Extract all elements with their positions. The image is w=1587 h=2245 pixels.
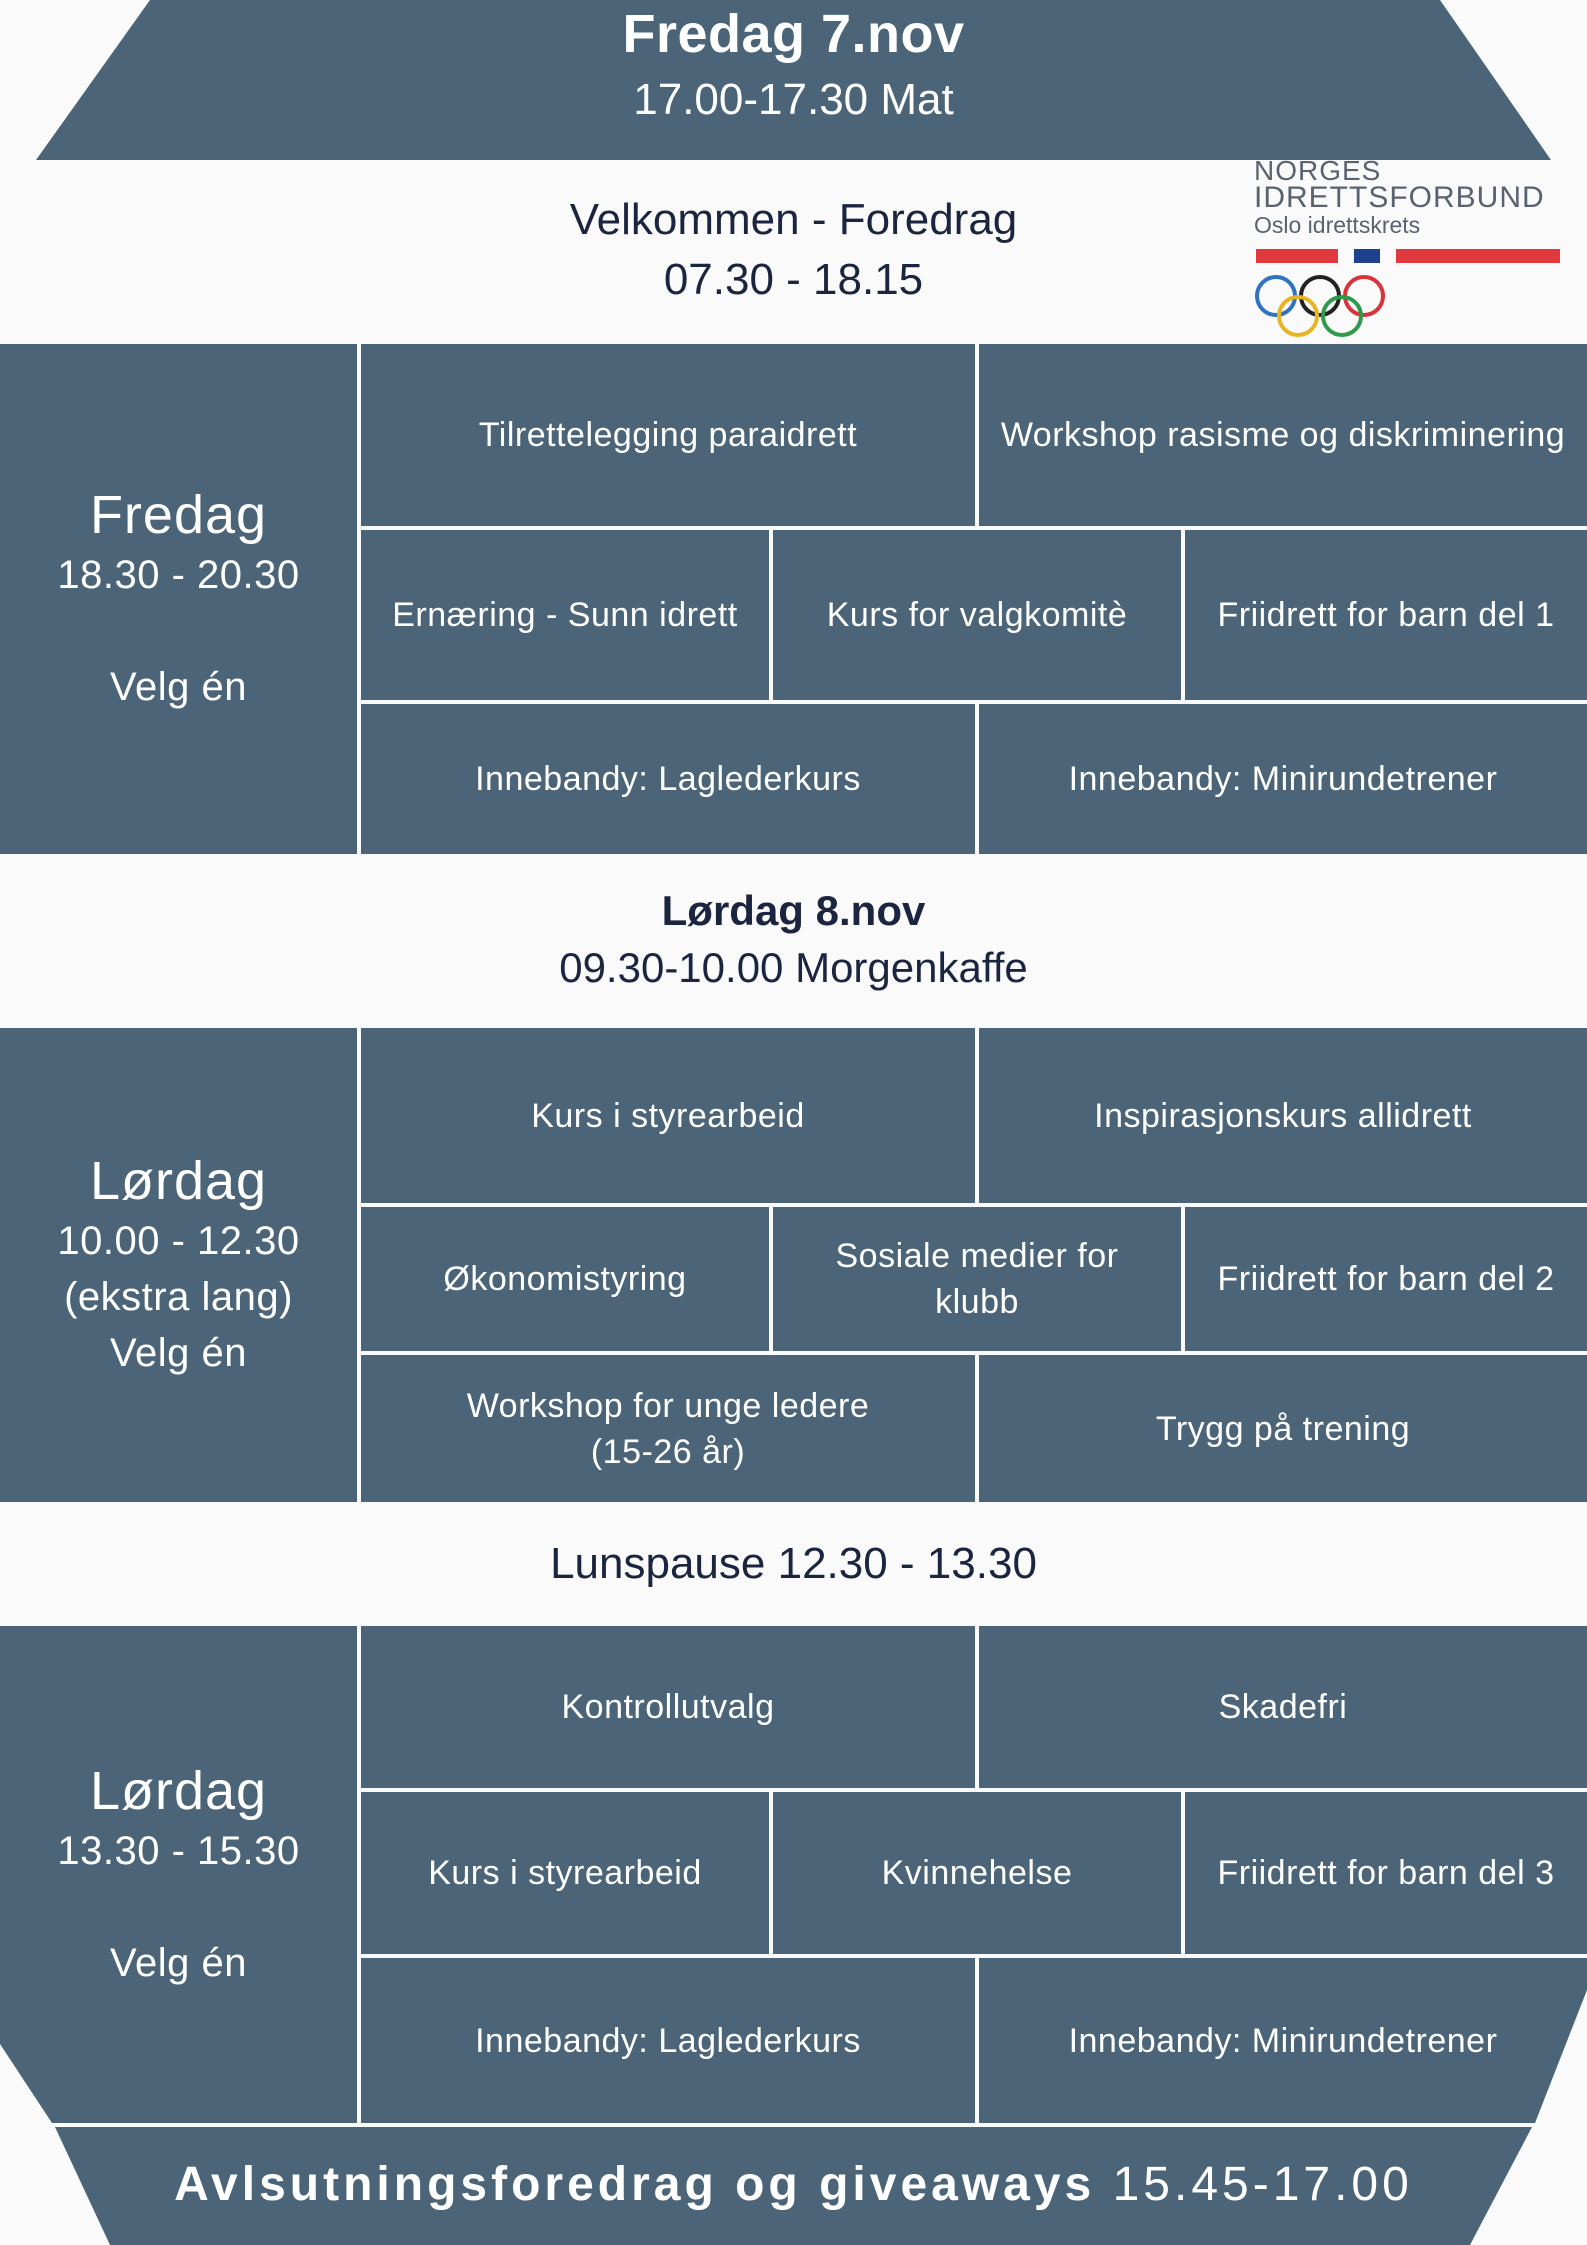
header-banner: Fredag 7.nov 17.00-17.30 Mat [0,0,1587,160]
session-friidrett-del-2[interactable]: Friidrett for barn del 2 [1185,1207,1587,1351]
session-sosiale-medier[interactable]: Sosiale medier for klubb [773,1207,1181,1351]
block-1-time: 18.30 - 20.30 [57,553,300,597]
block-2-divider [357,1028,361,1502]
session-workshop-unge-ledere[interactable]: Workshop for unge ledere (15-26 år) [361,1355,975,1502]
session-innebandy-minirundetrener-fri[interactable]: Innebandy: Minirundetrener [979,704,1587,854]
block-3-time: 13.30 - 15.30 [57,1828,300,1873]
session-skadefri[interactable]: Skadefri [1218,1688,1348,1726]
block-2-side: Lørdag 10.00 - 12.30 (ekstra lang) Velg … [0,1028,357,1502]
block-3-frame-shape [0,1626,1587,2123]
session-innebandy-laglederkurs-fri[interactable]: Innebandy: Laglederkurs [361,704,975,854]
block-3-day: Lørdag [89,1760,268,1821]
block-1-choose: Velg én [110,665,247,709]
footer-title: Avlsutningsforedrag og giveaways [174,2158,1096,2211]
saturday-title: Lørdag 8.nov [661,887,926,934]
block-3-grid-lines [0,1626,1587,2123]
block-1-day: Fredag [89,485,268,545]
header-banner-shape [36,0,1551,160]
session-kvinnehelse[interactable]: Kvinnehelse [881,1854,1073,1892]
session-tilrettelegging-paraidrett[interactable]: Tilrettelegging paraidrett [361,344,975,526]
olympic-rings-icon [1255,275,1385,337]
session-inspirasjonskurs-allidrett[interactable]: Inspirasjonskurs allidrett [979,1028,1587,1203]
header-subtitle: 17.00-17.30 Mat [633,75,954,124]
footer-time: 15.45-17.00 [1112,2158,1413,2211]
session-trygg-pa-trening[interactable]: Trygg på trening [979,1355,1587,1502]
block-3-background [0,1626,1587,2123]
norway-flag-stripes-icon [1256,249,1560,263]
nif-logo: NORGES IDRETTSFORBUND Oslo idrettskrets [1254,156,1564,342]
logo-line-2: IDRETTSFORBUND [1254,181,1545,214]
block-1-side: Fredag 18.30 - 20.30 Velg én [0,344,357,854]
logo-line-1: NORGES [1254,155,1382,186]
session-innebandy-minirundetrener-lor[interactable]: Innebandy: Minirundetrener [1068,2021,1498,2060]
logo-line-3: Oslo idrettskrets [1254,212,1421,238]
session-innebandy-laglederkurs-lor[interactable]: Innebandy: Laglederkurs [475,2021,861,2060]
session-friidrett-del-1[interactable]: Friidrett for barn del 1 [1185,530,1587,700]
footer-banner: Avlsutningsforedrag og giveaways 15.45-1… [0,2127,1587,2245]
session-ernaering[interactable]: Ernæring - Sunn idrett [361,530,769,700]
session-kurs-valgkomite[interactable]: Kurs for valgkomitè [773,530,1181,700]
header-title: Fredag 7.nov [622,4,965,64]
footer-banner-shape [55,2127,1532,2245]
footer-text: Avlsutningsforedrag og giveaways 15.45-1… [0,2155,1587,2215]
block-3-side: Lørdag 13.30 - 15.30 Velg én [0,1626,357,2123]
session-kontrollutvalg[interactable]: Kontrollutvalg [561,1688,775,1726]
session-kurs-styrearbeid-afternoon[interactable]: Kurs i styrearbeid [428,1854,702,1892]
saturday-subtitle: 09.30-10.00 Morgenkaffe [559,944,1028,991]
block-2-time: 10.00 - 12.30 [57,1219,300,1263]
block-2-choose: Velg én [110,1331,247,1375]
block-1-divider [357,344,361,854]
welcome-title: Velkommen - Foredrag [569,195,1018,244]
block-2-extra: (ekstra lang) [64,1275,293,1319]
session-kurs-styrearbeid-morning[interactable]: Kurs i styrearbeid [361,1028,975,1203]
block-2-day: Lørdag [89,1151,268,1211]
session-workshop-rasisme[interactable]: Workshop rasisme og diskriminering [979,344,1587,526]
lunch-text: Lunspause 12.30 - 13.30 [550,1539,1037,1588]
session-okonomistyring[interactable]: Økonomistyring [361,1207,769,1351]
welcome-time: 07.30 - 18.15 [663,255,924,304]
block-3-choose: Velg én [110,1940,247,1985]
session-friidrett-del-3[interactable]: Friidrett for barn del 3 [1217,1854,1555,1892]
